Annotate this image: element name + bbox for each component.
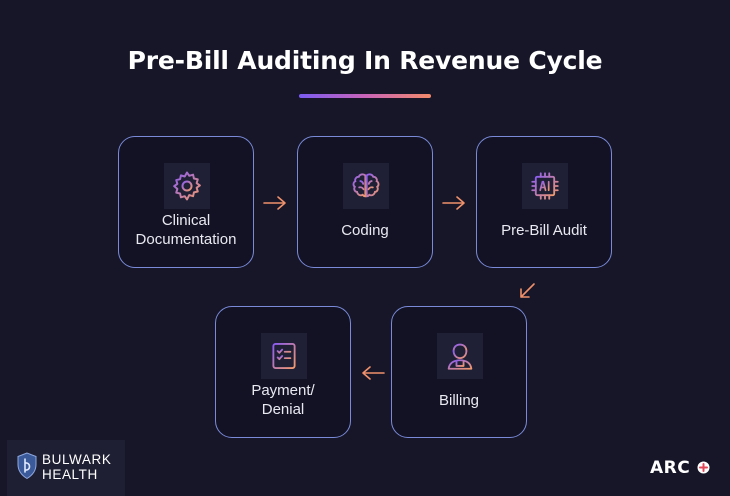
arrow-right-icon [442, 196, 465, 210]
billing-person-icon [437, 333, 483, 379]
ai-chip-icon [522, 163, 568, 209]
step-label: Payment/ Denial [251, 382, 315, 418]
gear-icon [164, 163, 210, 209]
brain-icon [343, 163, 389, 209]
step-card-payment-denial: Payment/ Denial [215, 306, 351, 438]
step-label: Clinical Documentation [135, 212, 237, 248]
step-label: Coding [341, 222, 389, 239]
step-card-billing: Billing [391, 306, 527, 438]
title-underline [299, 94, 431, 98]
arc-logo-text: ARC [650, 458, 691, 478]
step-label: Pre-Bill Audit [501, 222, 587, 239]
bulwark-health-logo: BULWARK HEALTH [7, 440, 125, 496]
arrow-right-icon [263, 196, 286, 210]
step-label: Billing [438, 392, 480, 409]
shield-icon [17, 452, 37, 480]
page-title: Pre-Bill Auditing In Revenue Cycle [127, 46, 603, 75]
step-card-pre-bill-audit: Pre-Bill Audit [476, 136, 612, 268]
arrow-left-icon [362, 366, 385, 380]
step-card-coding: Coding [297, 136, 433, 268]
checklist-icon [261, 333, 307, 379]
arrow-down-left-icon [520, 283, 535, 298]
step-card-clinical-documentation: Clinical Documentation [118, 136, 254, 268]
plus-badge-icon [697, 461, 710, 474]
